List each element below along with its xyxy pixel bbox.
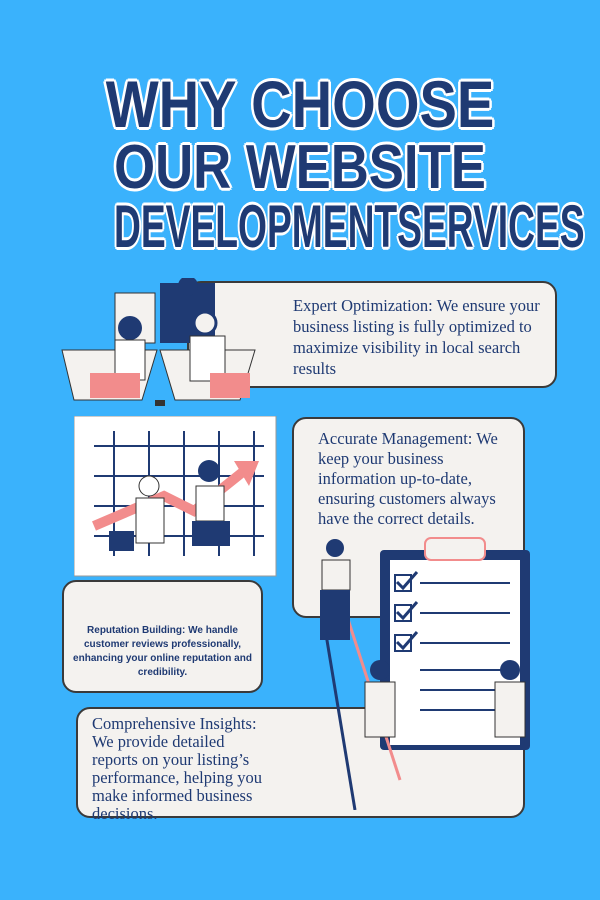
card-text: Accurate Management: We keep your busine… [318, 429, 498, 528]
card-expert-optimization: Expert Optimization: We ensure your busi… [187, 281, 557, 388]
puzzle-handshake-illustration [61, 278, 256, 406]
card-text: Comprehensive Insights: We provide detai… [92, 714, 262, 823]
card-text: Expert Optimization: We ensure your busi… [293, 296, 540, 378]
title-line-3: DEVELOPMENTSERVICES [114, 193, 585, 260]
high-five-chart-illustration [74, 416, 277, 577]
title-line-2: OUR WEBSITE [114, 133, 486, 202]
card-reputation-building: Reputation Building: We handle customer … [62, 580, 263, 693]
clipboard-checklist-illustration [320, 537, 530, 810]
title-line-1: WHY CHOOSE [105, 67, 495, 141]
card-text: Reputation Building: We handle customer … [73, 625, 252, 678]
